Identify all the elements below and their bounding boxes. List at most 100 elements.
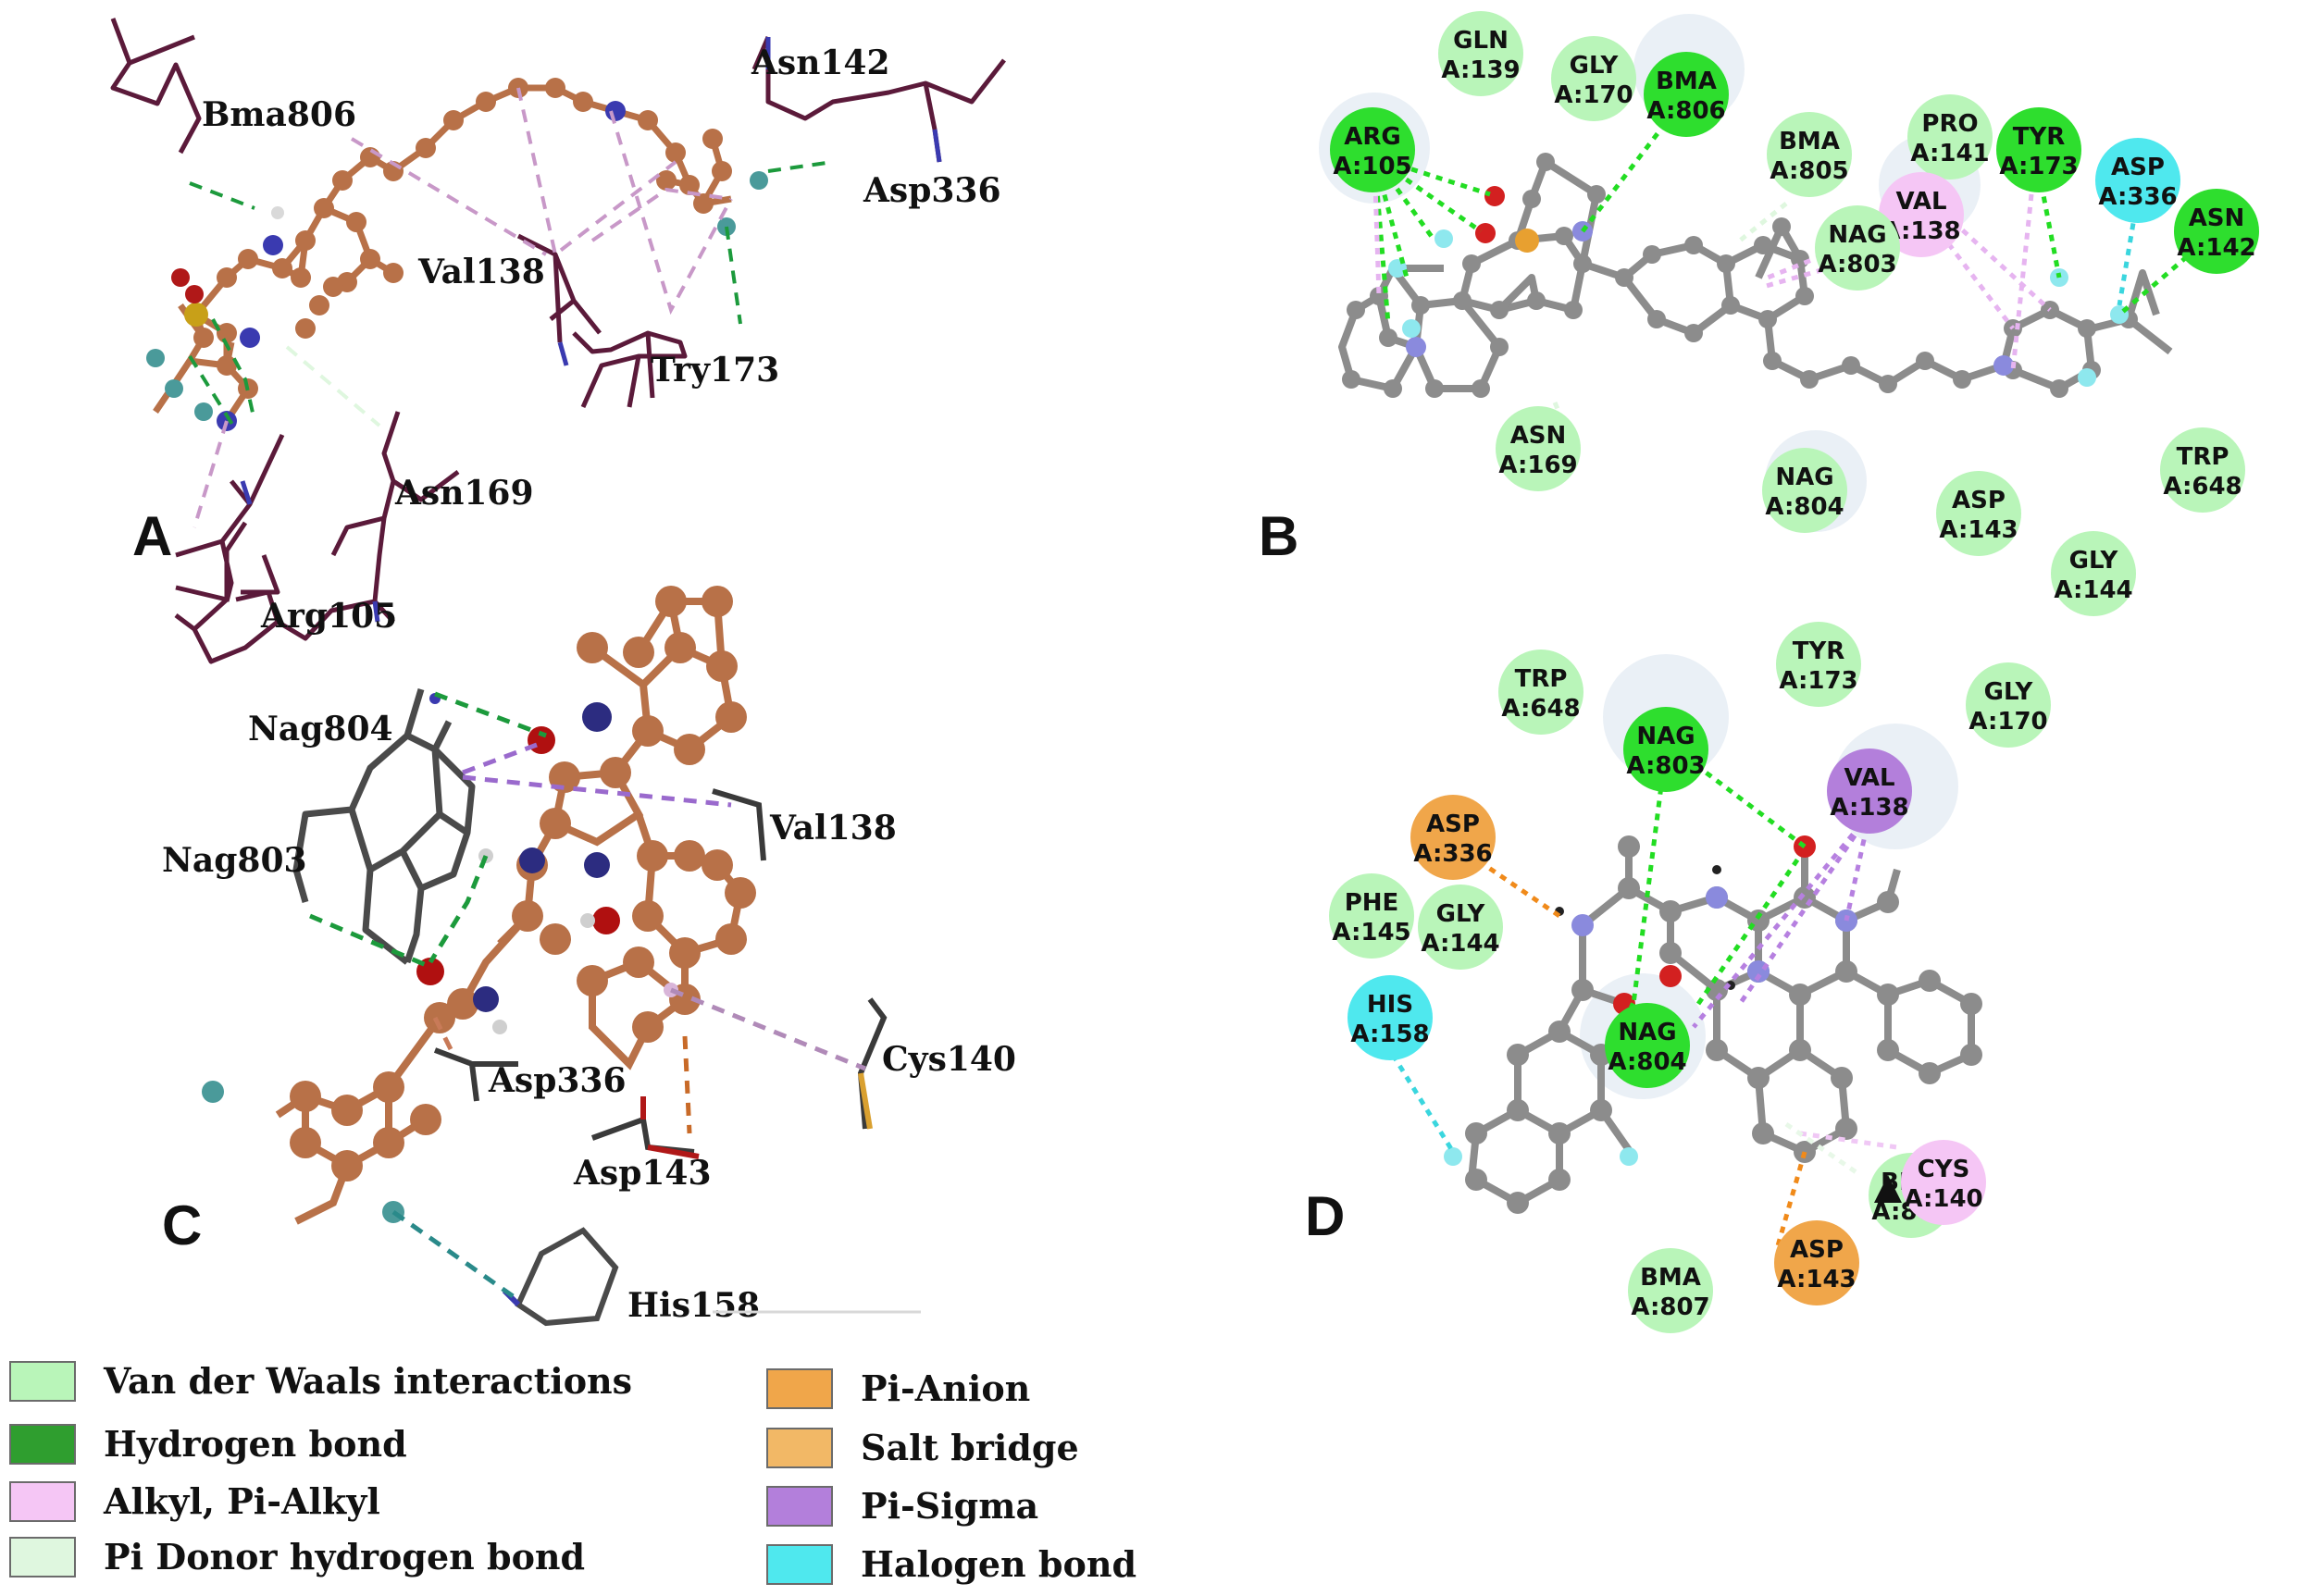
- panel-d-residue-name: VAL: [1844, 764, 1894, 792]
- legend-item-pianion: Pi-Anion: [766, 1367, 1030, 1409]
- panel-d-residue-id: A:145: [1332, 919, 1410, 946]
- panel-b-residue-disc: [1762, 448, 1847, 533]
- panel-d-residue-name: ASP: [1426, 810, 1480, 838]
- legend-swatch: [9, 1423, 76, 1465]
- panel-b-residue-id: A:143: [1939, 516, 2018, 544]
- panel-b-residue-name: ARG: [1344, 123, 1400, 151]
- panel-a-label-val138: Val138: [417, 253, 545, 291]
- legend-label: Pi-Sigma: [861, 1485, 1039, 1527]
- panel-b-residue-disc: [2160, 427, 2245, 513]
- panel-a-protein-sticks: [110, 18, 1006, 664]
- panel-a-nitrogen-tips: [240, 37, 942, 623]
- panel-d-residue-disc: [1348, 975, 1433, 1060]
- panel-b-residue-id: A:804: [1765, 493, 1844, 521]
- legend-item-hbond: Hydrogen bond: [9, 1423, 407, 1465]
- panel-b-residue-disc: [1767, 112, 1852, 197]
- panel-d-residue-id: A:648: [1501, 695, 1580, 723]
- legend-item-pidonor: Pi Donor hydrogen bond: [9, 1536, 585, 1577]
- panel-d-residue-disc: [1901, 1140, 1986, 1225]
- panel-c-label-asp336: Asp336: [488, 1061, 627, 1100]
- panel-d-residue-name: NAG: [1636, 723, 1695, 750]
- panel-d-residue-disc: [1628, 1248, 1713, 1333]
- panel-c-label-nag803: Nag803: [162, 841, 307, 880]
- legend-swatch: [9, 1360, 76, 1402]
- panel-b-residue-name: GLY: [1570, 52, 1620, 80]
- panel-b-residue-name: ASN: [2189, 204, 2245, 232]
- panel-a-3d-interactions: Bma806 Asn142 Asp336 Val138 Try173 Asn16…: [110, 18, 1006, 664]
- panel-d-residue-name: BMA: [1640, 1264, 1701, 1292]
- panel-d-residue-name: GLY: [1984, 678, 2034, 706]
- panel-a-label-arg105: Arg105: [260, 597, 397, 636]
- panel-d-residue-disc: [1827, 749, 1912, 834]
- panel-b-residue-name: ASN: [1510, 422, 1567, 450]
- panel-b-residue-disc: [1996, 107, 2081, 192]
- panel-b-letter: B: [1259, 505, 1298, 567]
- panel-d-residue-disc: [1418, 885, 1503, 970]
- panel-b-residue-name: GLY: [2069, 547, 2119, 575]
- panel-b-residue-id: A:803: [1818, 251, 1896, 278]
- legend-item-alkyl: Alkyl, Pi-Alkyl: [9, 1480, 380, 1522]
- panel-d-letter: D: [1305, 1185, 1345, 1247]
- panel-c-label-val138: Val138: [769, 809, 897, 847]
- panel-b-residue-name: BMA: [1656, 68, 1717, 95]
- panel-b-residue-name: BMA: [1779, 128, 1840, 155]
- panel-c-letter: C: [162, 1194, 202, 1256]
- panel-b-nitrogen-atom: [1993, 355, 2014, 376]
- panel-d-residue-disc: [1623, 707, 1708, 792]
- panel-d-residue-id: A:143: [1777, 1266, 1856, 1293]
- panel-d-residue-disc: [1774, 1220, 1859, 1305]
- legend-swatch: [766, 1485, 833, 1527]
- panel-d-residue-disc: [1966, 662, 2051, 748]
- panel-a-letter: A: [132, 505, 172, 567]
- legend-swatch: [9, 1480, 76, 1522]
- panel-b-nitrogen-atom: [1406, 337, 1426, 357]
- panel-a-label-asn142: Asn142: [751, 43, 890, 82]
- panel-d-residue-name: GLY: [1436, 900, 1486, 928]
- panel-d-hetero-atoms: [1444, 835, 1857, 1166]
- panel-b-residue-id: A:336: [2098, 183, 2177, 211]
- panel-b-residue-name: ASP: [2111, 154, 2165, 181]
- panel-b-residue-name: ASP: [1952, 487, 2006, 514]
- panel-b-residue-name: NAG: [1775, 464, 1833, 491]
- panel-d-residue-disc: [1605, 1003, 1690, 1088]
- legend-label: Halogen bond: [861, 1543, 1137, 1585]
- panel-d-residue-name: PHE: [1345, 889, 1399, 917]
- panel-d-residue-name: ASP: [1790, 1236, 1844, 1264]
- panel-d-residue-id: A:336: [1413, 840, 1492, 868]
- panel-b-residue-disc: [1936, 471, 2021, 556]
- panel-c-residue-sticks: [433, 788, 888, 1327]
- panel-d-residue-id: A:140: [1904, 1185, 1982, 1213]
- panel-b-residue-disc: [1438, 11, 1523, 96]
- panel-a-ligand-atoms: [146, 78, 768, 431]
- legend-swatch: [766, 1427, 833, 1468]
- panel-c-interaction-lines: [309, 691, 866, 1303]
- panel-b-residue-name: PRO: [1921, 110, 1978, 138]
- panel-b-ligand-bonds: [1338, 158, 2173, 392]
- panel-d-residue-name: CYS: [1918, 1156, 1970, 1183]
- legend-label: Pi-Anion: [861, 1367, 1031, 1409]
- panel-d-residue-id: A:803: [1626, 752, 1705, 780]
- panel-b-oxygen-atom: [1475, 223, 1496, 243]
- panel-a-label-bma806: Bma806: [202, 95, 356, 134]
- panel-b-residue-name: NAG: [1828, 221, 1886, 249]
- legend-label: Hydrogen bond: [104, 1423, 407, 1465]
